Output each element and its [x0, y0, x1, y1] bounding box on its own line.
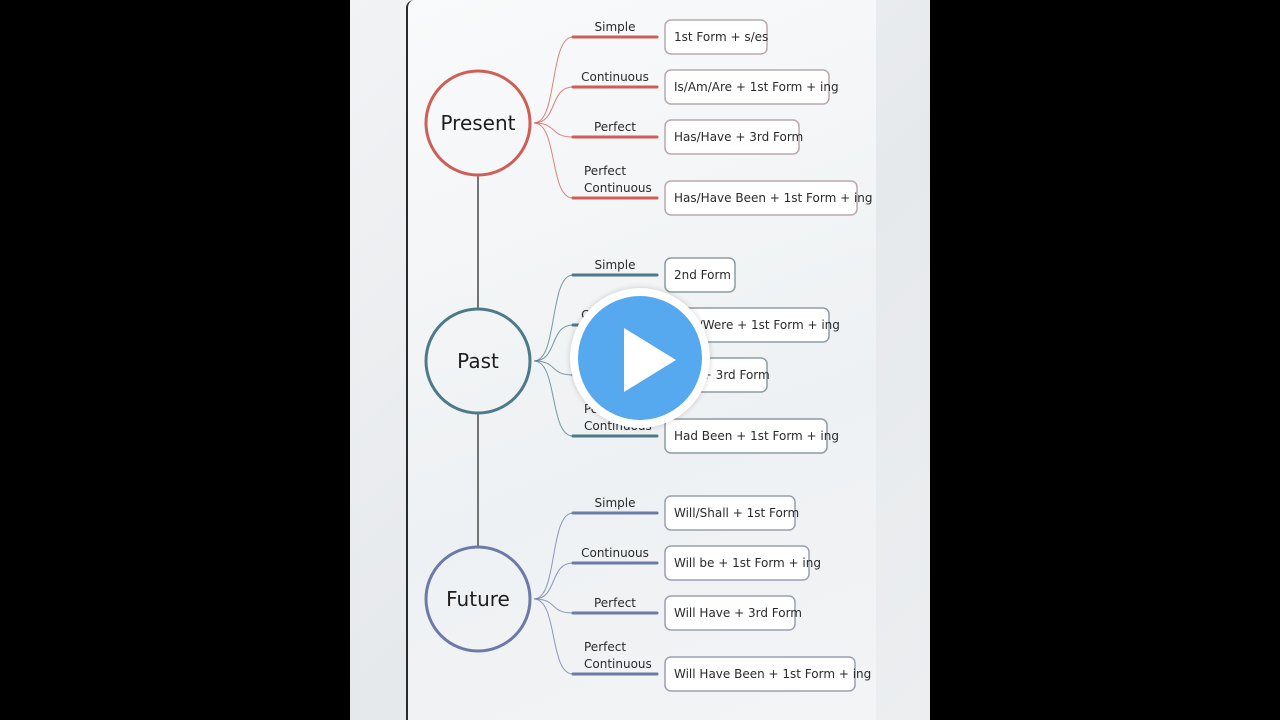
- formula-box: [664, 418, 828, 454]
- branch-curve: [533, 122, 574, 138]
- tense-name: Present: [440, 111, 515, 135]
- formula-text: 2nd Form: [674, 268, 731, 282]
- aspect-label: Perfect: [594, 120, 636, 134]
- formula-text: Will Have Been + 1st Form + ing: [674, 667, 871, 681]
- branch-curve: [533, 86, 574, 124]
- branch-curve: [533, 598, 574, 675]
- aspect-label: Simple: [595, 20, 636, 34]
- branch-curve: [533, 122, 574, 199]
- formula-text: Will/Shall + 1st Form: [674, 506, 799, 520]
- formula-box: [664, 19, 768, 55]
- tense-name: Future: [446, 587, 510, 611]
- branch-curve: [533, 598, 574, 614]
- formula-box: [664, 495, 796, 531]
- aspect-label: Continuous: [581, 546, 649, 560]
- formula-box: [664, 545, 810, 581]
- formula-box: [664, 119, 800, 155]
- tense-circle: [424, 307, 532, 415]
- branch-curve: [533, 562, 574, 600]
- aspect-label: Perfect: [594, 596, 636, 610]
- formula-box: [664, 656, 856, 692]
- formula-text: 1st Form + s/es: [674, 30, 768, 44]
- formula-box: [664, 69, 830, 105]
- play-button[interactable]: [570, 288, 710, 428]
- formula-text: Has/Have + 3rd Form: [674, 130, 803, 144]
- branch-curve: [533, 360, 574, 376]
- aspect-label: Simple: [595, 258, 636, 272]
- aspect-label: Perfect: [584, 164, 626, 178]
- branch-curve: [533, 274, 574, 362]
- aspect-label: Simple: [595, 496, 636, 510]
- formula-text: Is/Am/Are + 1st Form + ing: [674, 80, 839, 94]
- branch-curve: [533, 360, 574, 437]
- tense-circle: [424, 69, 532, 177]
- formula-text: Will Have + 3rd Form: [674, 606, 802, 620]
- formula-text: Has/Have Been + 1st Form + ing: [674, 191, 873, 205]
- formula-box: [664, 180, 858, 216]
- aspect-label: Continuous: [584, 181, 652, 195]
- formula-text: Will be + 1st Form + ing: [674, 556, 821, 570]
- formula-text: Was/Were + 1st Form + ing: [674, 318, 840, 332]
- branch-curve: [533, 512, 574, 600]
- branch-curve: [533, 36, 574, 124]
- tense-circle: [424, 545, 532, 653]
- play-icon: [624, 328, 676, 392]
- tense-name: Past: [457, 349, 499, 373]
- formula-box: [664, 257, 736, 293]
- aspect-label: Continuous: [584, 657, 652, 671]
- aspect-label: Continuous: [581, 70, 649, 84]
- branch-curve: [533, 324, 574, 362]
- aspect-label: Perfect: [584, 640, 626, 654]
- formula-text: Had Been + 1st Form + ing: [674, 429, 839, 443]
- formula-box: [664, 595, 796, 631]
